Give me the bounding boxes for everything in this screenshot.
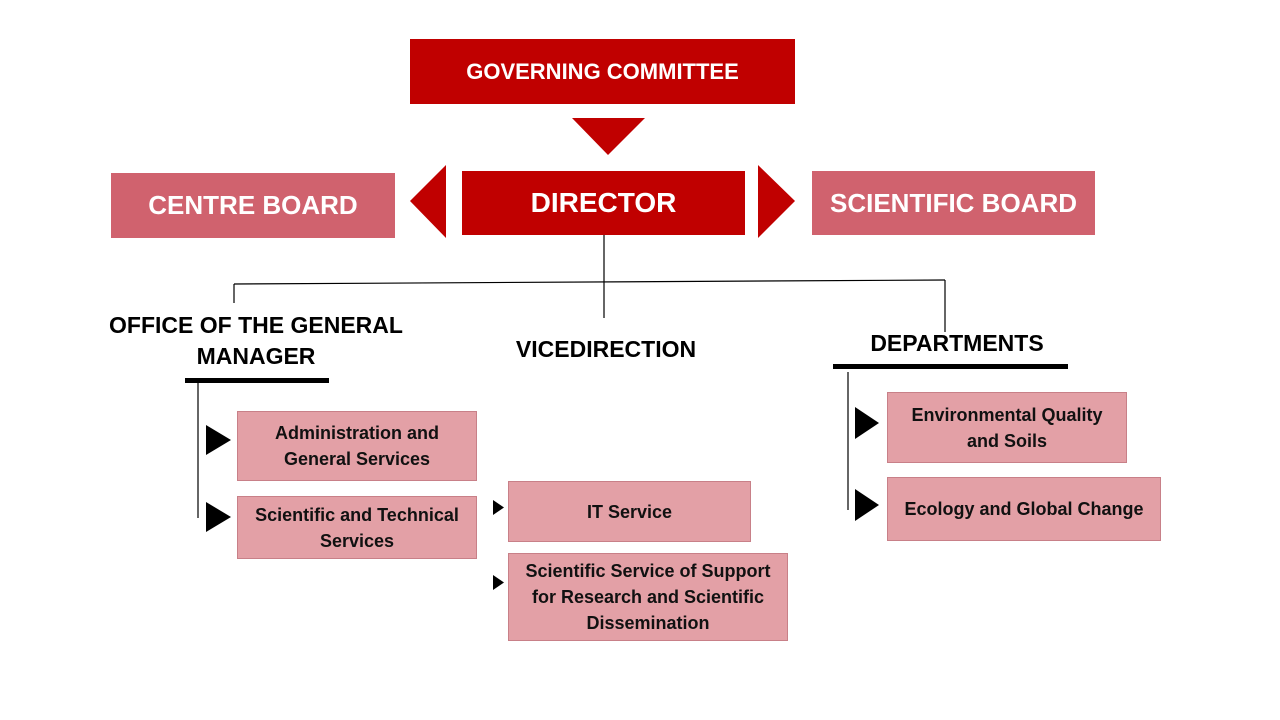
right-arrow-icon	[758, 165, 795, 238]
centre-board-box: CENTRE BOARD	[111, 173, 395, 238]
environmental-quality-box: Environmental Quality and Soils	[887, 392, 1127, 463]
support-dissemination-box: Scientific Service of Support for Resear…	[508, 553, 788, 641]
it-service-box: IT Service	[508, 481, 751, 542]
branch-horizontal-line	[233, 279, 946, 285]
administration-box: Administration and General Services	[237, 411, 477, 481]
play-arrow-icon	[206, 502, 231, 532]
governing-committee-box: GOVERNING COMMITTEE	[410, 39, 795, 104]
play-arrow-icon	[855, 407, 879, 439]
play-arrow-icon	[493, 575, 504, 590]
scientific-board-box: SCIENTIFIC BOARD	[812, 171, 1095, 235]
play-arrow-icon	[493, 500, 504, 515]
ecology-global-change-box: Ecology and Global Change	[887, 477, 1161, 541]
down-arrow-icon	[572, 118, 645, 155]
play-arrow-icon	[855, 489, 879, 521]
play-arrow-icon	[206, 425, 231, 455]
office-underline	[185, 378, 329, 383]
scientific-technical-box: Scientific and Technical Services	[237, 496, 477, 559]
departments-underline	[833, 364, 1068, 369]
vicedirection-heading: VICEDIRECTION	[515, 336, 697, 362]
departments-heading: DEPARTMENTS	[870, 330, 1044, 356]
left-arrow-icon	[410, 165, 446, 238]
director-box: DIRECTOR	[462, 171, 745, 235]
office-heading: OFFICE OF THE GENERAL MANAGER	[109, 312, 403, 369]
